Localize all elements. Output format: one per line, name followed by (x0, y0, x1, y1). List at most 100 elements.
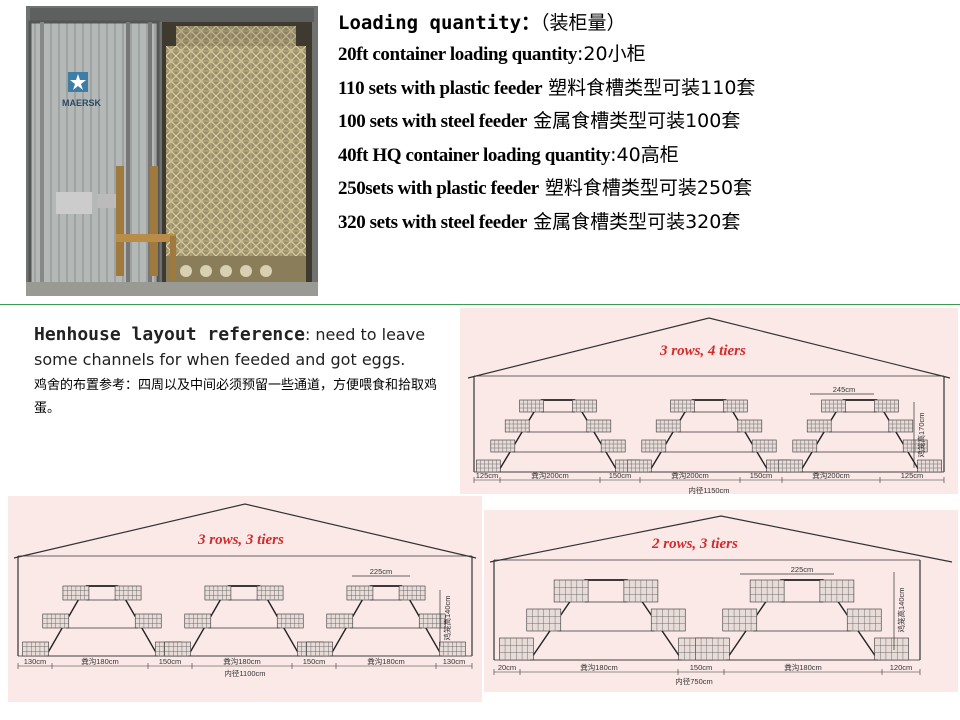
henhouse-description: Henhouse layout reference: need to leave… (34, 322, 446, 372)
cage-box (184, 613, 212, 629)
cage-box (722, 608, 758, 632)
total-width-label: 内径1150cm (688, 485, 729, 494)
cage-width-label: 225cm (791, 565, 814, 574)
cage-unit (476, 399, 640, 473)
cage-box (114, 585, 142, 601)
cage-unit (778, 399, 942, 473)
cage-box (504, 419, 530, 433)
loading-line-cn: :20小柜 (577, 43, 646, 65)
cage-box (749, 579, 785, 603)
cage-height-value: 170cm (917, 412, 926, 435)
cage-box (418, 613, 446, 629)
cage-height-label: 鸡笼高170cm (916, 412, 926, 457)
cage-unit (695, 579, 909, 661)
cage-box (778, 459, 803, 473)
loading-line-en: 100 sets with steel feeder (338, 111, 528, 132)
loading-line-en: 320 sets with steel feeder (338, 211, 528, 233)
cage-box (846, 608, 882, 632)
cage-box (346, 585, 374, 601)
diagram-3-rows-4-tiers: 3 rows, 4 tiers 245cm 鸡笼高170cm 125cm 粪沟20… (467, 317, 951, 494)
cage-height-label-cn: 鸡笼高 (896, 610, 906, 633)
cage-box (326, 613, 354, 629)
cage-unit (499, 579, 713, 661)
cage-box (499, 637, 534, 661)
henhouse-title: Henhouse layout reference (34, 324, 305, 345)
cage-box (650, 608, 686, 632)
container-photo: MAERSK (26, 6, 318, 296)
cage-height-label: 鸡笼高140cm (896, 587, 906, 632)
cage-box (737, 419, 763, 433)
bottom-dimension-label: 粪沟200cm (671, 470, 709, 480)
maersk-logo-text: MAERSK (62, 98, 102, 108)
henhouse-layout-section: Henhouse layout reference: need to leave… (34, 322, 446, 420)
cage-box (751, 439, 777, 453)
cage-height-label-cn: 鸡笼高 (916, 435, 926, 458)
cage-box (655, 419, 681, 433)
loading-line-en: 40ft HQ container loading quantity (338, 144, 611, 166)
cage-height-value: 140cm (443, 595, 452, 618)
loading-line-cn: 塑料食槽类型可装250套 (538, 177, 753, 199)
loading-line: 20ft container loading quantity:20小柜 (338, 38, 948, 72)
cage-height-label-cn: 鸡笼高 (442, 618, 452, 641)
cage-box (306, 641, 333, 657)
cage-box (134, 613, 162, 629)
bottom-dimension-label: 125cm (476, 471, 499, 480)
cage-box (553, 579, 589, 603)
bottom-dimension-label: 粪沟180cm (367, 656, 405, 666)
loading-line: 40ft HQ container loading quantity:40高柜 (338, 139, 948, 173)
loading-line: 110 sets with plastic feeder 塑料食槽类型可装110… (338, 72, 948, 106)
cage-box (476, 459, 501, 473)
diagram-title: 3 rows, 4 tiers (659, 343, 746, 359)
cage-width-label: 225cm (370, 567, 393, 576)
cage-box (256, 585, 284, 601)
loading-quantity-title: Loading quantity：（装柜量） (338, 8, 948, 38)
cage-box (874, 637, 909, 661)
loading-quantity-section: Loading quantity：（装柜量） 20ft container lo… (338, 8, 948, 239)
loading-line-en: 20ft container loading quantity (338, 44, 578, 65)
total-width-label: 内径1100cm (224, 668, 265, 678)
cage-box (641, 439, 667, 453)
cage-box (62, 585, 90, 601)
diagram-2-rows-3-tiers: 2 rows, 3 tiers 225cm 鸡笼高140cm 20cm 粪沟180… (489, 515, 953, 686)
cage-height-label: 鸡笼高140cm (442, 595, 452, 640)
bottom-dimension-label: 150cm (303, 657, 326, 666)
cage-unit (164, 585, 324, 657)
cage-box (806, 419, 832, 433)
loading-title-cn: （装柜量） (540, 12, 626, 34)
cage-box (519, 399, 544, 413)
cage-height-value: 140cm (897, 587, 906, 610)
loading-title-en: Loading quantity： (338, 12, 541, 34)
bottom-dimension-label: 20cm (498, 663, 516, 672)
cage-box (164, 641, 191, 657)
cage-box (902, 439, 928, 453)
cage-box (917, 459, 942, 473)
cage-box (42, 613, 70, 629)
cage-box (204, 585, 232, 601)
diagram-title: 2 rows, 3 tiers (651, 536, 738, 552)
henhouse-diagram: 3 rows, 4 tiers 245cm 鸡笼高170cm 125cm 粪沟20… (460, 308, 958, 494)
henhouse-desc-en: : need to leave some channels for when f… (34, 325, 426, 369)
cage-box (670, 399, 695, 413)
cage-width-label: 245cm (833, 385, 856, 394)
bottom-dimension-label: 125cm (901, 471, 924, 480)
cage-box (792, 439, 818, 453)
cage-box (821, 399, 846, 413)
cage-box (586, 419, 612, 433)
cage-unit (306, 585, 466, 657)
loading-line-cn: 金属食槽类型可装320套 (527, 210, 741, 233)
total-width-label: 内径750cm (675, 676, 713, 686)
bottom-dimension-label: 粪沟180cm (223, 656, 261, 666)
bottom-dimension-label: 120cm (890, 663, 913, 672)
loading-line-cn: :40高柜 (610, 143, 679, 166)
loading-line-cn: 塑料食槽类型可装110套 (542, 76, 756, 99)
bottom-dimension-label: 150cm (750, 471, 773, 480)
bottom-dimension-label: 130cm (24, 657, 47, 666)
bottom-dimension-label: 150cm (159, 657, 182, 666)
cage-unit (627, 399, 791, 473)
bottom-dimension-label: 粪沟180cm (580, 662, 618, 672)
cage-box (600, 439, 626, 453)
loading-line: 100 sets with steel feeder 金属食槽类型可装100套 (338, 105, 948, 139)
cage-box (22, 641, 49, 657)
bottom-dimension-label: 粪沟200cm (812, 470, 850, 480)
